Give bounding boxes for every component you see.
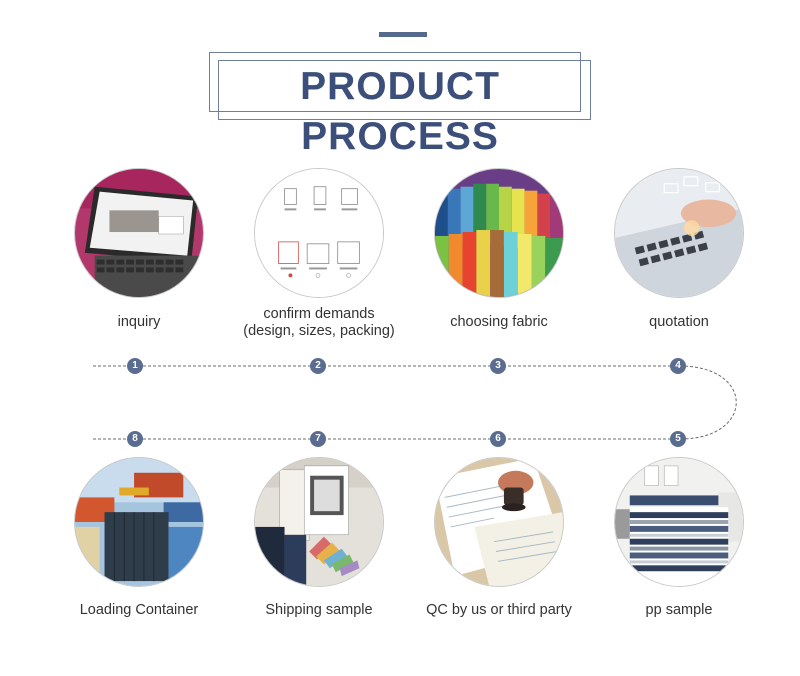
fabric-rolls-icon — [434, 168, 564, 298]
step-label-loading-container: Loading Container — [79, 602, 199, 618]
step-label-inquiry: inquiry — [117, 314, 161, 330]
fabric-swatch-book-icon — [254, 457, 384, 587]
step-label-shipping-sample: Shipping sample — [265, 602, 373, 618]
step-label-qc: QC by us or third party — [426, 602, 572, 618]
step-number-7: 7 — [310, 431, 326, 447]
step-label-confirm-demands: confirm demands (design, sizes, packing) — [219, 306, 419, 340]
page-title: PRODUCT PROCESS — [300, 65, 500, 158]
step-number-8: 8 — [127, 431, 143, 447]
step-label-line-2: (design, sizes, packing) — [243, 323, 395, 339]
laptop-website-icon — [74, 168, 204, 298]
document-stamp-icon — [434, 457, 564, 587]
title-accent-bar — [379, 32, 427, 37]
step-number-2: 2 — [310, 358, 326, 374]
step-label-pp-sample: pp sample — [645, 602, 713, 618]
title-frame-outer — [209, 52, 581, 112]
step-label-line-1: confirm demands — [263, 306, 375, 322]
step-number-4: 4 — [670, 358, 686, 374]
step-number-1: 1 — [127, 358, 143, 374]
step-number-3: 3 — [490, 358, 506, 374]
bed-size-chart-icon — [254, 168, 384, 298]
step-number-5: 5 — [670, 431, 686, 447]
step-label-quotation: quotation — [649, 314, 709, 330]
shipping-container-icon — [74, 457, 204, 587]
step-label-choosing-fabric: choosing fabric — [450, 314, 548, 330]
keyboard-email-icon — [614, 168, 744, 298]
title-frame-inner — [218, 60, 591, 120]
step-number-6: 6 — [490, 431, 506, 447]
bedroom-sample-icon — [614, 457, 744, 587]
